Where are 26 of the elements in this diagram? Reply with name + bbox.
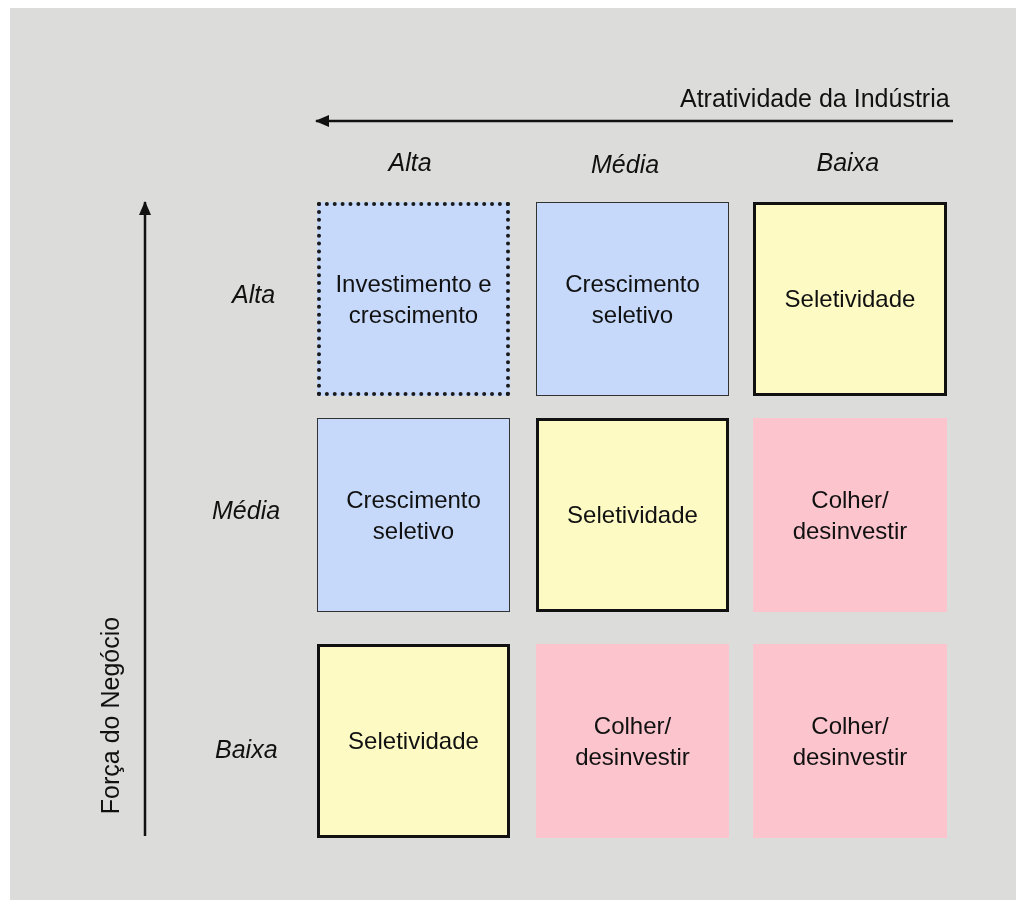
cell-text: Crescimento seletivo <box>345 484 482 546</box>
matrix-cell <box>536 418 729 612</box>
row-heading: Baixa <box>215 735 278 764</box>
column-heading: Média <box>591 150 660 179</box>
matrix-cell <box>753 644 947 838</box>
cell-text: Colher/ desinvestir <box>574 710 691 772</box>
matrix-cell <box>536 202 729 396</box>
axis-title: Atratividade da Indústria <box>680 84 950 113</box>
cell-text: Investimento e crescimento <box>334 268 493 330</box>
matrix-cell <box>317 644 510 838</box>
cell-text: Colher/ desinvestir <box>791 484 909 546</box>
row-heading: Média <box>212 496 281 525</box>
row-heading: Alta <box>232 280 276 309</box>
cell-text: Crescimento seletivo <box>564 268 701 330</box>
cell-text: Seletividade <box>783 284 917 315</box>
cell-text: Colher/ desinvestir <box>791 710 909 772</box>
matrix-cell <box>317 202 510 396</box>
axis-title: Força do Negócio <box>95 616 125 814</box>
cell-text: Seletividade <box>566 500 699 531</box>
cell-text: Seletividade <box>347 726 480 757</box>
matrix-cell <box>536 644 729 838</box>
column-heading: Baixa <box>816 148 880 177</box>
matrix-cell <box>317 418 510 612</box>
matrix-cell <box>753 418 947 612</box>
column-heading: Alta <box>388 148 432 177</box>
matrix-cell <box>753 202 947 396</box>
